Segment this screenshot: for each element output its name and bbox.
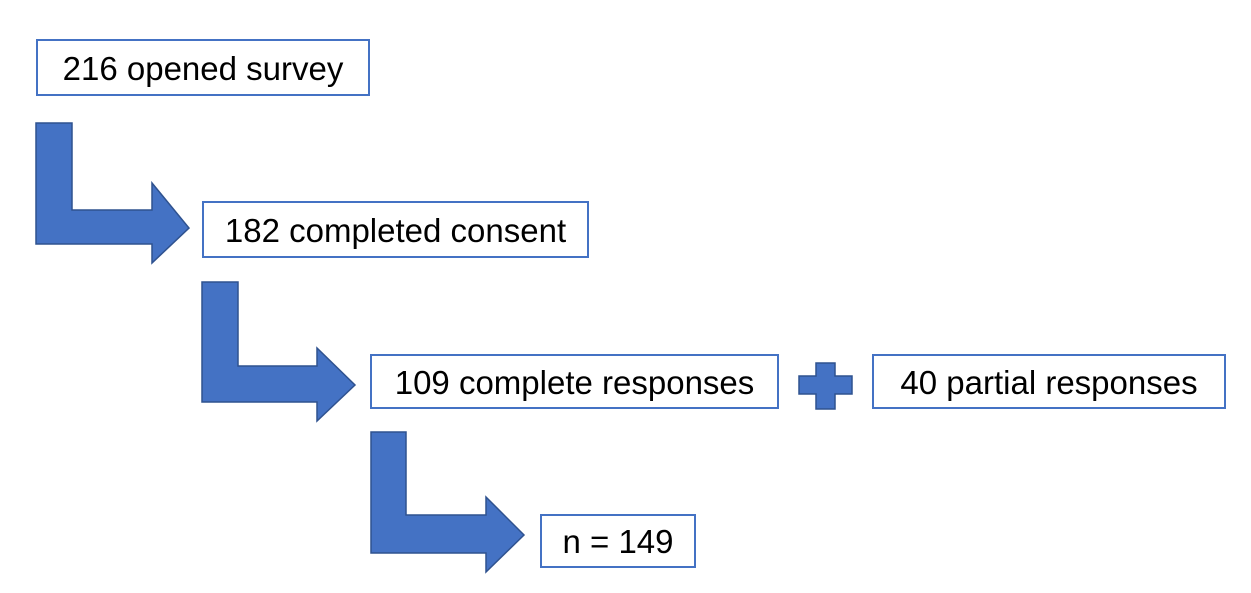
node-completed-consent: 182 completed consent xyxy=(202,201,589,258)
node-final-n-label: n = 149 xyxy=(562,523,673,560)
plus-icon xyxy=(798,362,853,410)
node-opened-survey-label: 216 opened survey xyxy=(63,50,344,87)
node-opened-survey: 216 opened survey xyxy=(36,39,370,96)
node-final-n: n = 149 xyxy=(540,514,696,568)
bent-arrow-3 xyxy=(370,431,526,574)
node-complete-responses-label: 109 complete responses xyxy=(395,364,755,401)
node-partial-responses: 40 partial responses xyxy=(872,354,1226,409)
bent-arrow-2 xyxy=(201,281,357,423)
node-partial-responses-label: 40 partial responses xyxy=(900,364,1197,401)
bent-arrow-1 xyxy=(35,122,191,265)
node-completed-consent-label: 182 completed consent xyxy=(225,212,566,249)
node-complete-responses: 109 complete responses xyxy=(370,354,779,409)
